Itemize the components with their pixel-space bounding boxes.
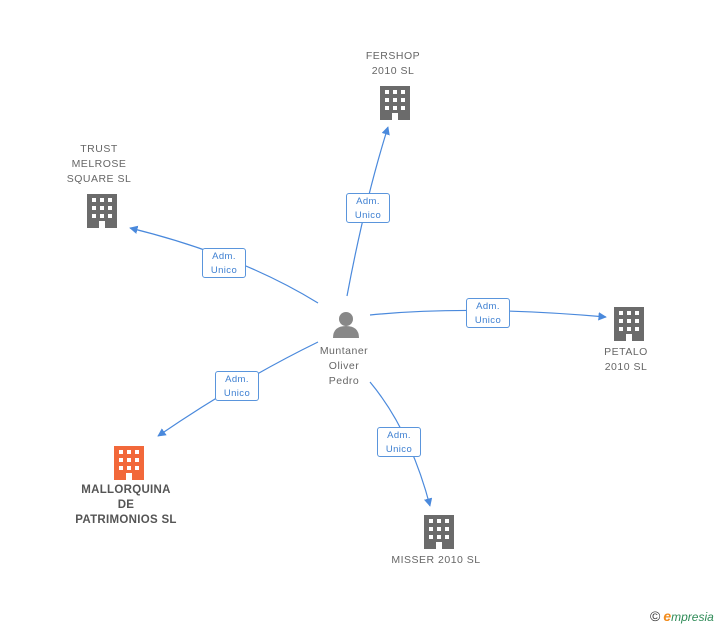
relation-role-line2: Unico [474, 315, 502, 326]
relation-label-petalo: Adm. Unico [466, 298, 510, 328]
company-label-mallorquina[interactable]: MALLORQUINA DE PATRIMONIOS SL [75, 484, 177, 526]
relation-role-line2: Unico [385, 444, 413, 455]
relation-role-line1: Adm. [387, 430, 411, 441]
relation-role-line1: Adm. [476, 301, 500, 312]
relation-role-line2: Unico [223, 388, 251, 399]
company-label-petalo[interactable]: PETALO 2010 SL [604, 346, 648, 373]
relation-label-mallorquina: Adm. Unico [215, 371, 259, 401]
building-icon[interactable] [424, 515, 454, 549]
relation-label-trust: Adm. Unico [202, 248, 246, 278]
building-icon[interactable] [114, 446, 144, 480]
relation-role-line1: Adm. [212, 251, 236, 262]
company-label-misser[interactable]: MISSER 2010 SL [391, 554, 481, 566]
building-icon[interactable] [87, 194, 117, 228]
relation-role-line2: Unico [354, 210, 382, 221]
relation-role-line1: Adm. [225, 374, 249, 385]
person-icon[interactable] [333, 312, 359, 338]
person-label[interactable]: Muntaner Oliver Pedro [319, 345, 369, 387]
copyright-symbol: © [650, 608, 661, 624]
relation-role-line2: Unico [210, 265, 238, 276]
company-label-fershop[interactable]: FERSHOP 2010 SL [365, 50, 421, 77]
building-icon[interactable] [614, 307, 644, 341]
relation-role-line1: Adm. [356, 196, 380, 207]
building-icon[interactable] [380, 86, 410, 120]
brand-name: mpresia [671, 610, 714, 624]
empresia-watermark: ©empresia [650, 608, 714, 628]
company-label-trust[interactable]: TRUST MELROSE SQUARE SL [66, 143, 132, 185]
relation-label-misser: Adm. Unico [377, 427, 421, 457]
relation-label-fershop: Adm. Unico [346, 193, 390, 223]
brand-initial: e [663, 608, 672, 624]
